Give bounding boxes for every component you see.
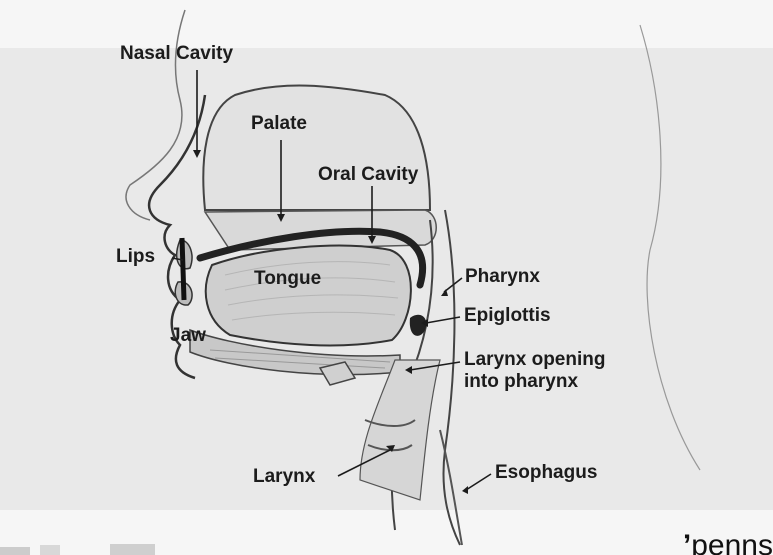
label-jaw: Jaw <box>170 325 206 347</box>
throat-fill <box>360 360 440 500</box>
label-pharynx: Pharynx <box>465 266 540 288</box>
label-nasal-cavity: Nasal Cavity <box>120 43 233 65</box>
label-epiglottis: Epiglottis <box>464 305 551 327</box>
label-oral-cavity: Oral Cavity <box>318 164 418 186</box>
label-palate: Palate <box>251 113 307 135</box>
label-esophagus: Esophagus <box>495 462 597 484</box>
label-tongue: Tongue <box>254 268 321 290</box>
pharynx-wall-back <box>443 210 460 545</box>
teeth-marker <box>182 238 184 300</box>
footer-brand-word: penns <box>691 529 773 555</box>
partial-logo-graphic <box>0 541 160 555</box>
label-lips: Lips <box>116 246 155 268</box>
footer-brand-text: ’penns <box>683 529 773 555</box>
back-of-neck-outline <box>640 25 700 470</box>
footer-brand-mark: ’ <box>683 529 691 555</box>
nasal-cavity-region <box>203 86 430 210</box>
label-larynx-opening: Larynx opening into pharynx <box>464 349 605 393</box>
label-larynx: Larynx <box>253 466 315 488</box>
